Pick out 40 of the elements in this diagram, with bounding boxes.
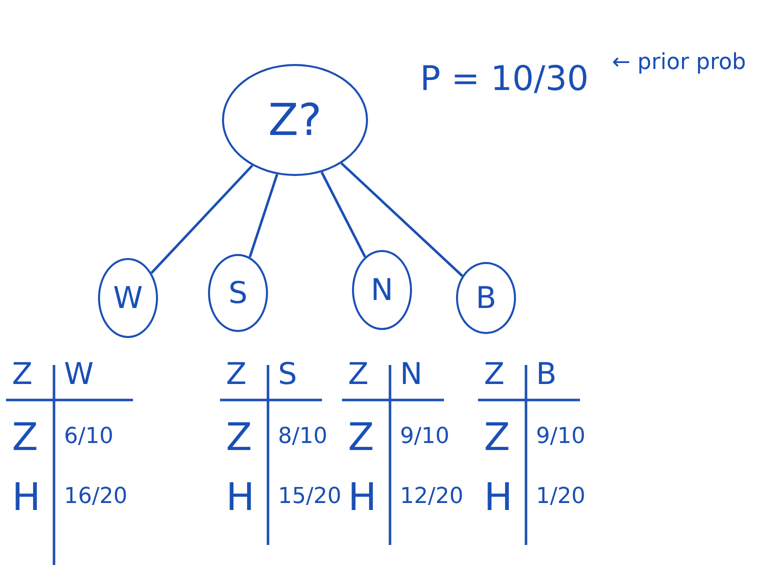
annotation-note: ← prior prob — [612, 52, 746, 74]
connector-line — [340, 162, 464, 277]
table-cell: 12/20 — [400, 486, 464, 508]
table-header: S — [278, 360, 298, 390]
table-header: Z — [226, 360, 247, 390]
feature-node-circle — [208, 254, 268, 332]
table-cell: 8/10 — [278, 426, 328, 448]
table-cell: 15/20 — [278, 486, 342, 508]
table-cell: H — [12, 478, 41, 516]
feature-node-circle — [98, 258, 158, 338]
node-label: B — [476, 280, 496, 316]
table-header: Z — [12, 360, 33, 390]
table-header: B — [536, 360, 557, 390]
node-label: W — [113, 280, 143, 316]
table-header: Z — [348, 360, 369, 390]
connector-line — [320, 172, 366, 258]
connector-line — [150, 164, 254, 274]
feature-node-circle — [456, 262, 516, 334]
table-cell: H — [348, 478, 377, 516]
table-cell: 9/10 — [536, 426, 586, 448]
table-header: W — [64, 360, 94, 390]
table-cell: 16/20 — [64, 486, 128, 508]
table-cell: Z — [12, 418, 38, 456]
prior-probability: P = 10/30 — [420, 62, 589, 96]
node-label: N — [370, 272, 394, 308]
class-node-ellipse — [222, 64, 368, 176]
table-header: Z — [484, 360, 505, 390]
feature-node-circle — [352, 250, 412, 330]
table-cell: 6/10 — [64, 426, 114, 448]
table-cell: Z — [226, 418, 252, 456]
table-header: N — [400, 360, 422, 390]
table-cell: H — [226, 478, 255, 516]
table-cell: 1/20 — [536, 486, 586, 508]
table-cell: 9/10 — [400, 426, 450, 448]
node-label: Z? — [268, 94, 322, 146]
table-cell: H — [484, 478, 513, 516]
table-cell: Z — [484, 418, 510, 456]
connector-line — [248, 174, 278, 258]
table-cell: Z — [348, 418, 374, 456]
node-label: S — [228, 276, 248, 310]
